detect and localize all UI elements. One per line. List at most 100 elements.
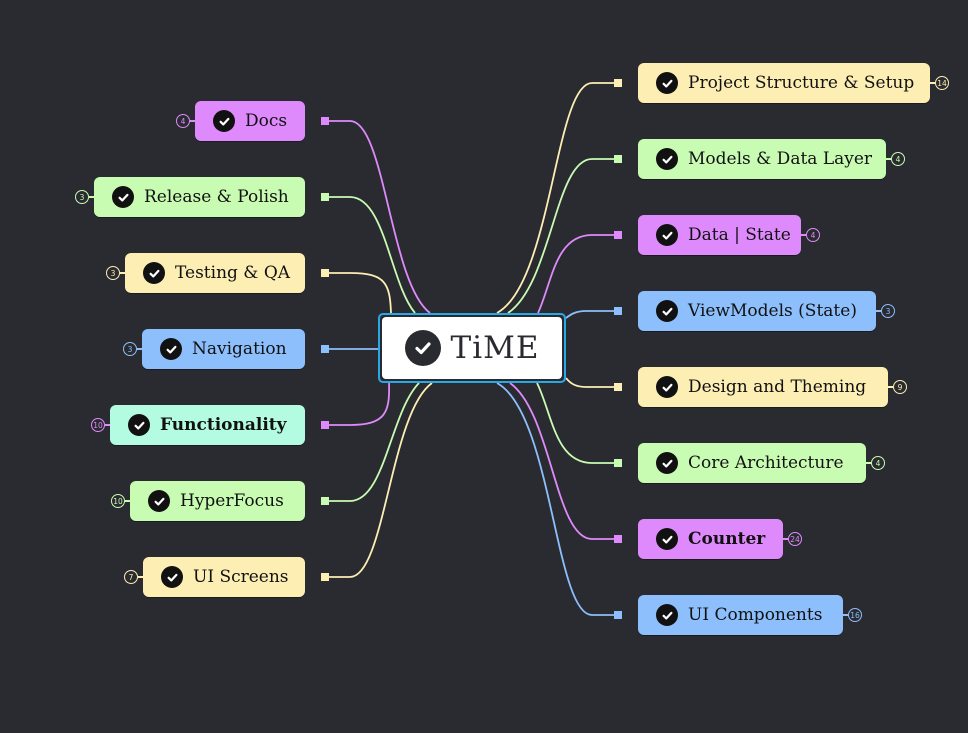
child-count-badge[interactable]: 3 [75, 190, 89, 204]
check-circle-icon [656, 224, 678, 246]
connector-port[interactable] [321, 573, 329, 581]
check-circle-icon [213, 110, 235, 132]
branch-line [329, 382, 420, 502]
child-count-badge[interactable]: 14 [935, 76, 949, 90]
badge-connector [137, 348, 142, 350]
child-count-badge[interactable]: 10 [111, 494, 125, 508]
connector-port[interactable] [614, 383, 622, 391]
branch-line [329, 382, 433, 578]
check-circle-icon [404, 330, 441, 366]
topic-node-navigation[interactable]: Navigation [142, 329, 305, 369]
topic-label: Functionality [160, 415, 287, 435]
badge-connector [843, 614, 848, 616]
topic-label: HyperFocus [180, 491, 284, 511]
connector-port[interactable] [614, 535, 622, 543]
topic-node-models-data-layer[interactable]: Models & Data Layer [638, 139, 886, 179]
child-count-badge[interactable]: 7 [124, 570, 138, 584]
connector-port[interactable] [321, 117, 329, 125]
child-count-badge[interactable]: 3 [123, 342, 137, 356]
check-circle-icon [656, 604, 678, 626]
connector-port[interactable] [614, 459, 622, 467]
branch-line [329, 382, 390, 426]
topic-label: Counter [688, 529, 766, 549]
check-circle-icon [143, 262, 165, 284]
child-count-badge[interactable]: 24 [788, 532, 802, 546]
topic-node-design-and-theming[interactable]: Design and Theming [638, 367, 888, 407]
branch-line [565, 310, 614, 319]
root-node[interactable]: TiME [378, 313, 566, 383]
badge-connector [888, 386, 893, 388]
connector-port[interactable] [321, 497, 329, 505]
topic-node-data-state[interactable]: Data | State [638, 215, 801, 255]
check-circle-icon [161, 566, 183, 588]
connector-port[interactable] [614, 307, 622, 315]
connector-port[interactable] [321, 345, 329, 353]
topic-node-ui-components[interactable]: UI Components [638, 595, 843, 635]
topic-node-viewmodels-state[interactable]: ViewModels (State) [638, 291, 876, 331]
check-circle-icon [656, 72, 678, 94]
branch-line [329, 196, 416, 314]
branch-line [565, 377, 614, 388]
check-circle-icon [656, 376, 678, 398]
connector-port[interactable] [614, 231, 622, 239]
topic-node-ui-screens[interactable]: UI Screens [143, 557, 305, 597]
topic-label: ViewModels (State) [688, 301, 857, 321]
badge-connector [783, 538, 788, 540]
child-count-badge[interactable]: 3 [881, 304, 895, 318]
topic-label: Docs [245, 111, 288, 131]
check-circle-icon [656, 452, 678, 474]
root-label: TiME [450, 330, 540, 366]
topic-label: UI Components [688, 605, 823, 625]
connector-port[interactable] [614, 611, 622, 619]
child-count-badge[interactable]: 4 [871, 456, 885, 470]
child-count-badge[interactable]: 4 [806, 228, 820, 242]
topic-label: Design and Theming [688, 377, 867, 397]
topic-node-core-architecture[interactable]: Core Architecture [638, 443, 866, 483]
topic-node-project-structure-setup[interactable]: Project Structure & Setup [638, 63, 930, 103]
topic-label: UI Screens [193, 567, 289, 587]
badge-connector [930, 82, 935, 84]
connector-port[interactable] [614, 79, 622, 87]
badge-connector [190, 120, 195, 122]
branch-line [537, 234, 614, 314]
connector-port[interactable] [321, 421, 329, 429]
topic-label: Core Architecture [688, 453, 844, 473]
badge-connector [105, 424, 110, 426]
topic-node-functionality[interactable]: Functionality [110, 405, 305, 445]
check-circle-icon [128, 414, 150, 436]
topic-label: Navigation [192, 339, 287, 359]
badge-connector [89, 196, 94, 198]
badge-connector [886, 158, 891, 160]
check-circle-icon [656, 528, 678, 550]
topic-node-hyperfocus[interactable]: HyperFocus [130, 481, 305, 521]
connector-port[interactable] [614, 155, 622, 163]
branch-line [329, 272, 392, 314]
topic-node-docs[interactable]: Docs [195, 101, 305, 141]
topic-label: Release & Polish [144, 187, 289, 207]
child-count-badge[interactable]: 9 [893, 380, 907, 394]
topic-node-release-polish[interactable]: Release & Polish [94, 177, 305, 217]
child-count-badge[interactable]: 10 [91, 418, 105, 432]
badge-connector [876, 310, 881, 312]
check-circle-icon [112, 186, 134, 208]
badge-connector [120, 272, 125, 274]
topic-node-testing-qa[interactable]: Testing & QA [125, 253, 305, 293]
child-count-badge[interactable]: 16 [848, 608, 862, 622]
connector-port[interactable] [321, 193, 329, 201]
badge-connector [125, 500, 130, 502]
topic-node-counter[interactable]: Counter [638, 519, 783, 559]
topic-label: Project Structure & Setup [688, 73, 915, 93]
check-circle-icon [656, 148, 678, 170]
child-count-badge[interactable]: 3 [106, 266, 120, 280]
connector-port[interactable] [321, 269, 329, 277]
branch-line [329, 120, 431, 314]
topic-label: Data | State [688, 225, 791, 245]
branch-line [496, 382, 614, 616]
child-count-badge[interactable]: 4 [891, 152, 905, 166]
check-circle-icon [656, 300, 678, 322]
badge-connector [138, 576, 143, 578]
badge-connector [801, 234, 806, 236]
child-count-badge[interactable]: 4 [176, 114, 190, 128]
topic-label: Testing & QA [175, 263, 291, 283]
